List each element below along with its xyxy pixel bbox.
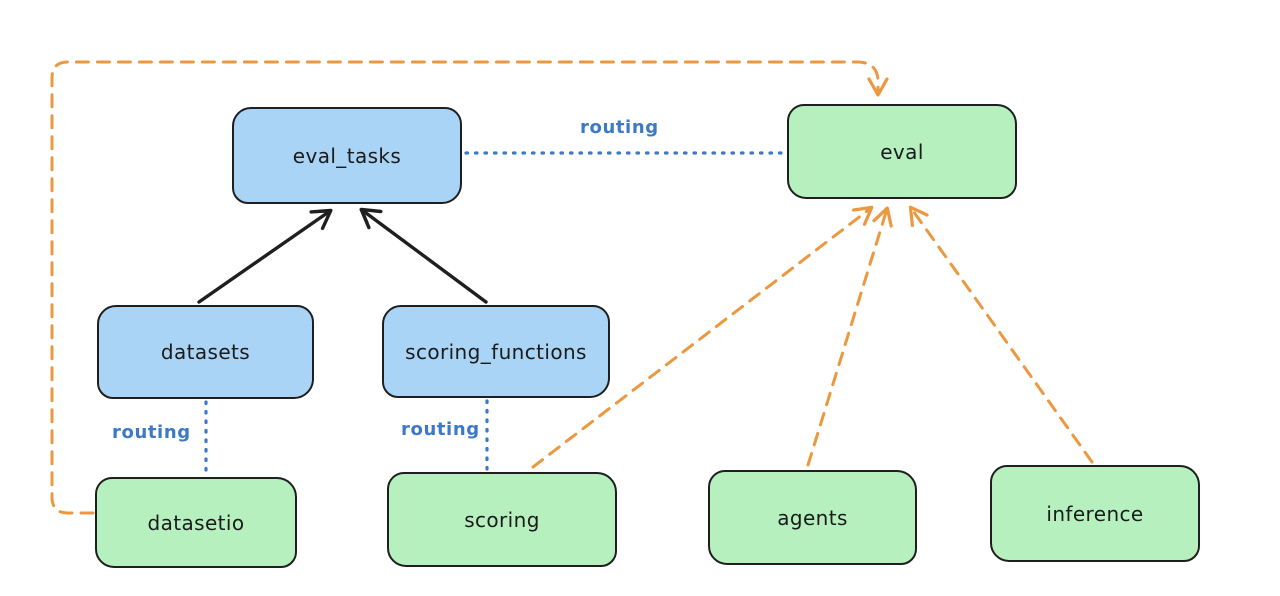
node-datasetio-label: datasetio [147, 510, 245, 535]
node-scoring-label: scoring [464, 507, 540, 532]
node-eval-label: eval [880, 139, 924, 164]
node-inference: inference [990, 465, 1200, 562]
node-eval: eval [787, 104, 1017, 199]
node-datasets: datasets [97, 305, 314, 399]
node-scoring: scoring [387, 472, 617, 567]
node-eval-tasks-label: eval_tasks [292, 143, 402, 168]
edge-scoring-functions-to-eval-tasks [359, 207, 488, 304]
node-scoring-functions-label: scoring_functions [405, 339, 587, 364]
node-datasets-label: datasets [160, 340, 251, 364]
edge-agents-to-eval [806, 206, 893, 467]
edge-inference-to-eval [908, 205, 1094, 464]
edge-scoring-to-eval [531, 205, 874, 469]
node-inference-label: inference [1046, 501, 1144, 526]
edge-datasetio-to-eval [50, 60, 889, 515]
node-scoring-functions: scoring_functions [382, 305, 610, 398]
node-datasetio: datasetio [95, 477, 297, 568]
node-eval-tasks: eval_tasks [232, 107, 462, 204]
node-agents-label: agents [777, 505, 848, 530]
edge-label-routing-scoring-functions-scoring: routing [401, 419, 480, 440]
edge-label-routing-eval-tasks-eval: routing [580, 117, 659, 138]
node-agents: agents [708, 470, 917, 565]
edge-label-routing-datasets-datasetio: routing [112, 422, 191, 443]
edge-datasets-to-eval-tasks [197, 208, 333, 304]
